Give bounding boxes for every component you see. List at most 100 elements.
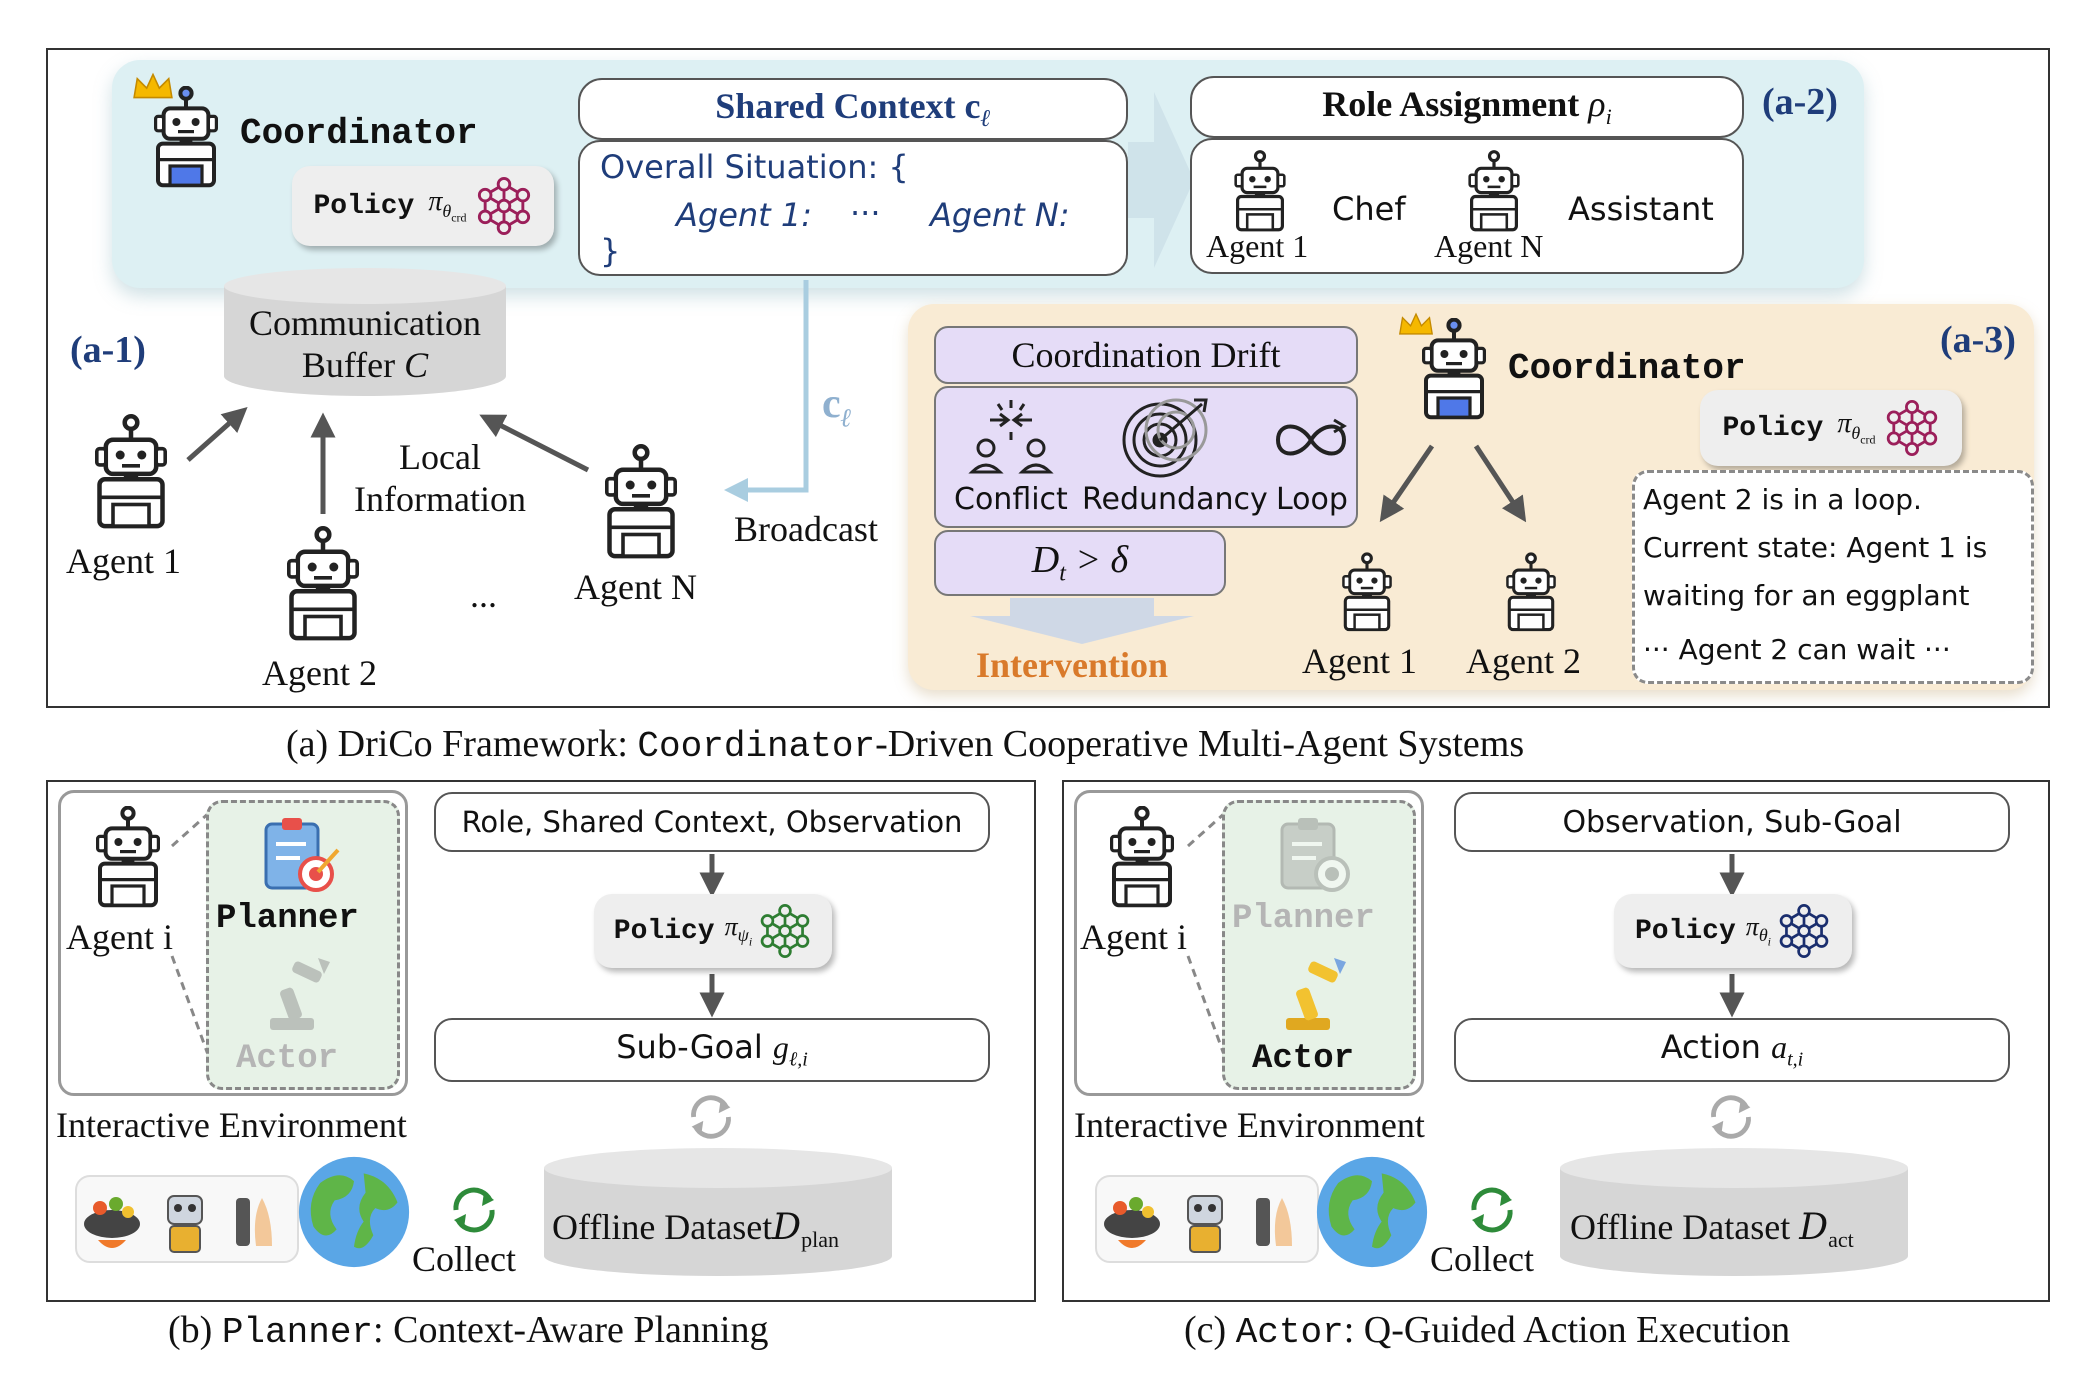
shared-context-title-box: Shared Context cℓ bbox=[578, 78, 1128, 140]
intervention-arrow bbox=[970, 598, 1194, 644]
a1-agent-n: Agent N bbox=[574, 567, 697, 607]
a1-ellipsis: ... bbox=[470, 575, 497, 615]
role-agent-n: Agent N bbox=[1434, 228, 1544, 264]
tag-a3: (a-3) bbox=[1940, 319, 2016, 361]
neural-network-icon bbox=[1777, 904, 1831, 958]
tag-a2: (a-2) bbox=[1762, 81, 1838, 123]
c-dataset-cylinder bbox=[1560, 1148, 1908, 1276]
intervention-label: Intervention bbox=[976, 645, 1168, 685]
role-agent-1: Agent 1 bbox=[1206, 228, 1309, 264]
role-assignment-title-box: Role Assignment ρi bbox=[1190, 76, 1744, 138]
coordination-drift-title-box: Coordination Drift bbox=[934, 326, 1358, 384]
b-policy-pill: Policy πψi bbox=[594, 894, 832, 968]
b-agent-label: Agent i bbox=[66, 917, 173, 957]
b-dataset-cylinder bbox=[544, 1148, 892, 1276]
shared-agent-1: Agent 1: bbox=[676, 196, 813, 234]
role-assignment-body-box: Agent 1 Chef Agent N Assistant bbox=[1190, 138, 1744, 274]
communication-buffer-cylinder bbox=[224, 268, 506, 396]
threshold-box: Dt > δ bbox=[934, 530, 1226, 596]
c-planner-label: Planner bbox=[1232, 900, 1375, 938]
a3-agent-1: Agent 1 bbox=[1302, 641, 1417, 681]
c-output-box: Action at,i bbox=[1454, 1018, 2010, 1082]
role-assistant: Assistant bbox=[1568, 190, 1714, 228]
b-input-box: Role, Shared Context, Observation bbox=[434, 792, 990, 852]
planner-icon bbox=[264, 818, 340, 892]
b-output-text: Sub-Goal gℓ,i bbox=[616, 1028, 808, 1071]
a3-agent-2: Agent 2 bbox=[1466, 641, 1581, 681]
threshold-formula: Dt > δ bbox=[1031, 539, 1129, 587]
coordinator-label: Coordinator bbox=[240, 113, 478, 154]
buffer-line-1: Communication bbox=[249, 303, 481, 343]
planner-icon bbox=[1280, 818, 1350, 892]
c-dataset-label: Offline Dataset Dact bbox=[1570, 1207, 1854, 1253]
globe-icon bbox=[1314, 1154, 1430, 1270]
role-chef: Chef bbox=[1332, 190, 1406, 228]
policy-label: Policy bbox=[313, 190, 415, 222]
c-policy-symbol: πθi bbox=[1745, 912, 1772, 949]
c-policy-pill: Policy πθi bbox=[1614, 894, 1852, 968]
shared-dots: ··· bbox=[850, 194, 881, 232]
caption-c: (c) Actor: Q-Guided Action Execution bbox=[1184, 1309, 1791, 1353]
b-policy-label: Policy bbox=[613, 915, 715, 947]
b-input-text: Role, Shared Context, Observation bbox=[461, 805, 963, 839]
cycle-arrows-icon bbox=[1462, 1180, 1522, 1240]
overall-situation-text: Overall Situation: { bbox=[600, 148, 909, 186]
b-planner-label: Planner bbox=[216, 900, 359, 938]
environment-icons bbox=[1095, 1175, 1319, 1263]
coordination-drift-title: Coordination Drift bbox=[1011, 335, 1281, 375]
c-policy-label: Policy bbox=[1634, 915, 1736, 947]
c-actor-label: Actor bbox=[1252, 1040, 1355, 1078]
local-information-label: Local Information bbox=[340, 436, 540, 520]
message-line-1: Agent 2 is in a loop. bbox=[1643, 483, 1922, 516]
conflict-icon bbox=[968, 400, 1054, 474]
coordinator-message-box: Agent 2 is in a loop. Current state: Age… bbox=[1632, 470, 2034, 684]
message-line-4: ··· Agent 2 can wait ··· bbox=[1643, 633, 1951, 666]
message-line-2: Current state: Agent 1 is bbox=[1643, 531, 1988, 564]
drift-loop: Loop bbox=[1276, 482, 1348, 517]
c-output-text: Action at,i bbox=[1660, 1028, 1804, 1071]
shared-context-title: Shared Context cℓ bbox=[715, 85, 991, 133]
a1-agent-2: Agent 2 bbox=[262, 653, 377, 693]
broadcast-label: Broadcast bbox=[734, 509, 878, 549]
c-collect-label: Collect bbox=[1430, 1239, 1534, 1279]
buffer-label: Communication Buffer C bbox=[224, 302, 506, 386]
coordinator-policy-pill: Policy πθcrd bbox=[292, 166, 554, 246]
b-output-box: Sub-Goal gℓ,i bbox=[434, 1018, 990, 1082]
a3-policy-label: Policy bbox=[1722, 412, 1824, 444]
c-module-box bbox=[1222, 800, 1416, 1090]
a3-policy-symbol: πθcrd bbox=[1837, 408, 1876, 447]
a3-coordinator-label: Coordinator bbox=[1508, 348, 1746, 389]
message-line-3: waiting for an eggplant bbox=[1643, 579, 1970, 612]
b-env-label: Interactive Environment bbox=[56, 1105, 407, 1145]
shared-close-brace: } bbox=[600, 232, 621, 270]
c-agent-label: Agent i bbox=[1080, 917, 1187, 957]
arrow-shared-to-role bbox=[1128, 92, 1194, 268]
local-info-line-2: Information bbox=[354, 479, 526, 519]
b-dataset-label: Offline DatasetDplan bbox=[552, 1207, 840, 1253]
c-env-label: Interactive Environment bbox=[1074, 1105, 1425, 1145]
drift-conflict: Conflict bbox=[954, 482, 1068, 517]
c-input-box: Observation, Sub-Goal bbox=[1454, 792, 2010, 852]
broadcast-symbol: cℓ bbox=[822, 381, 852, 433]
drift-redundancy: Redundancy bbox=[1082, 482, 1268, 517]
tag-a1: (a-1) bbox=[70, 329, 146, 371]
robot-arm-icon bbox=[270, 958, 330, 1030]
buffer-line-2: Buffer C bbox=[301, 345, 429, 385]
b-policy-symbol: πψi bbox=[724, 912, 753, 949]
infinity-loop-icon bbox=[1275, 418, 1347, 456]
b-actor-label: Actor bbox=[236, 1040, 339, 1078]
role-assignment-title: Role Assignment ρi bbox=[1322, 84, 1612, 130]
caption-a: (a) DriCo Framework: Coordinator-Driven … bbox=[286, 723, 1525, 767]
c-input-text: Observation, Sub-Goal bbox=[1562, 804, 1902, 840]
drift-types-box: Conflict Redundancy Loop bbox=[934, 386, 1358, 528]
caption-b: (b) Planner: Context-Aware Planning bbox=[168, 1309, 769, 1353]
local-info-line-1: Local bbox=[399, 437, 481, 477]
robot-arm-icon bbox=[1286, 958, 1346, 1030]
a1-agent-1: Agent 1 bbox=[66, 541, 181, 581]
cycle-arrows-icon bbox=[1702, 1088, 1760, 1146]
